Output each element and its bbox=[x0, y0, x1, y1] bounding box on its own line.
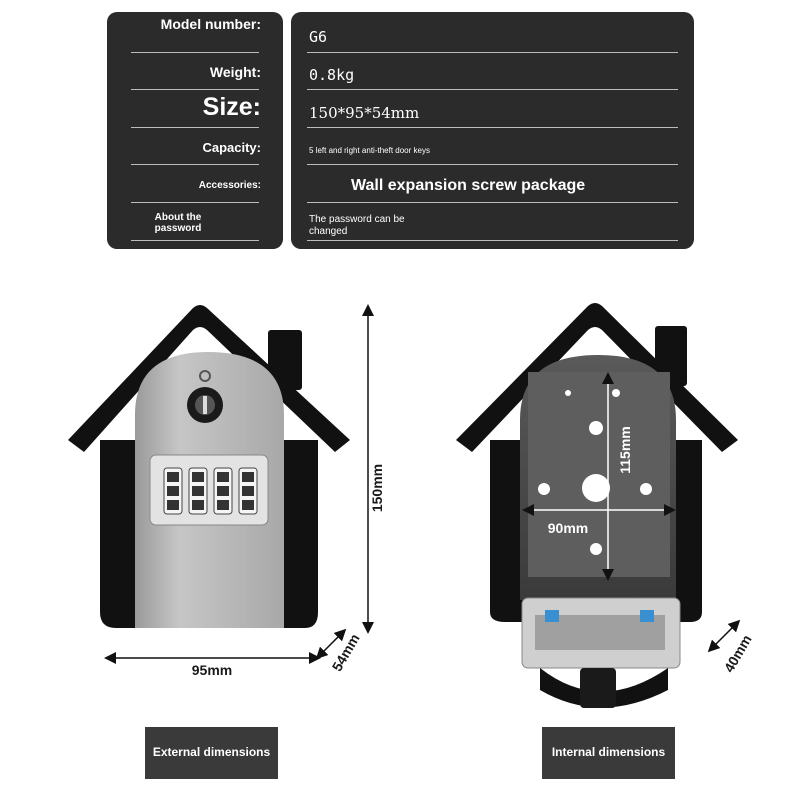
door-knob bbox=[580, 668, 616, 708]
model-number-label: Model number: bbox=[160, 16, 261, 32]
external-lockbox bbox=[68, 305, 350, 628]
lockbox-roof bbox=[68, 305, 350, 452]
capacity-value: 5 left and right anti-theft door keys bbox=[309, 146, 430, 155]
divider bbox=[131, 89, 259, 90]
combination-dials bbox=[163, 467, 258, 515]
divider bbox=[307, 202, 678, 203]
password-label: About the password bbox=[154, 212, 202, 234]
lock-icon bbox=[199, 370, 211, 382]
spec-value-panel: G6 0.8kg 150*95*54mm 5 left and right an… bbox=[291, 12, 694, 249]
divider bbox=[307, 127, 678, 128]
accessories-label: Accessories: bbox=[198, 180, 261, 191]
divider bbox=[307, 89, 678, 90]
external-width-label: 95mm bbox=[192, 662, 232, 678]
lockbox-roof bbox=[456, 303, 738, 452]
accessories-value: Wall expansion screw package bbox=[351, 177, 586, 194]
divider bbox=[131, 52, 259, 53]
size-value: 150*95*54mm bbox=[309, 104, 420, 122]
weight-label: Weight: bbox=[209, 64, 261, 80]
drawer-base bbox=[540, 668, 668, 708]
screw-holes bbox=[538, 389, 652, 555]
weight-value: 0.8kg bbox=[309, 66, 355, 84]
divider bbox=[307, 164, 678, 165]
divider bbox=[307, 240, 678, 241]
internal-height-label: 115mm bbox=[617, 426, 633, 473]
divider bbox=[131, 240, 259, 241]
size-label: Size: bbox=[202, 93, 261, 121]
depth-dimension-line bbox=[315, 628, 347, 660]
internal-depth-label: 40mm bbox=[721, 632, 755, 675]
model-number-value: G6 bbox=[309, 28, 328, 46]
internal-width-label: 90mm bbox=[548, 520, 588, 536]
external-dimensions-caption: External dimensions bbox=[145, 727, 278, 779]
spec-label-panel: Model number: Weight: Size: Capacity: Ac… bbox=[107, 12, 283, 249]
internal-depth-line bbox=[707, 619, 741, 653]
external-height-label: 150mm bbox=[369, 464, 385, 512]
external-depth-label: 54mm bbox=[329, 631, 363, 674]
divider bbox=[131, 202, 259, 203]
divider bbox=[131, 127, 259, 128]
divider bbox=[307, 52, 678, 53]
internal-lockbox bbox=[456, 303, 738, 708]
internal-dimensions-caption: Internal dimensions bbox=[542, 727, 675, 779]
divider bbox=[131, 164, 259, 165]
capacity-label: Capacity: bbox=[202, 140, 261, 155]
password-value: The password can be changed bbox=[309, 214, 405, 237]
